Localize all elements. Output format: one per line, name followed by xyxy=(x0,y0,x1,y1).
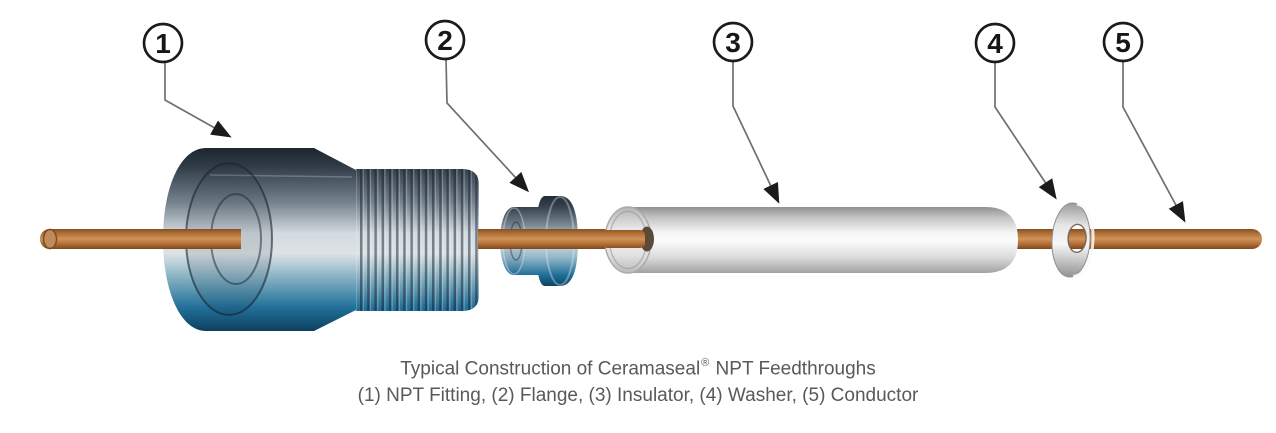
washer-hole-ring xyxy=(1067,223,1087,254)
caption-title-suffix: NPT Feedthroughs xyxy=(710,358,876,380)
washer-illustration xyxy=(1051,202,1095,278)
npt-fitting-facet-edge xyxy=(209,174,353,178)
callout-1: 1 xyxy=(142,22,232,138)
caption-title-text: Typical Construction of Ceramaseal xyxy=(400,358,701,380)
callout-1-circle xyxy=(142,22,184,64)
insulator-body xyxy=(628,207,1018,273)
callout-3-number: 3 xyxy=(725,27,741,58)
callout-2-number: 2 xyxy=(437,25,453,56)
callout-1-number: 1 xyxy=(155,28,171,59)
conductor-rod-mid-segment xyxy=(478,229,602,249)
conductor-rod-front-tip xyxy=(42,228,58,250)
callout-4-leader-line xyxy=(994,62,1057,200)
callout-1-leader-line xyxy=(164,62,232,138)
conductor-rod-cap-stub xyxy=(602,230,645,248)
caption-title: Typical Construction of Ceramaseal® NPT … xyxy=(0,351,1276,382)
callout-2-leader-line xyxy=(445,58,530,193)
washer-rim-highlight xyxy=(1073,202,1095,278)
callout-4-number: 4 xyxy=(987,28,1003,59)
callout-5: 5 xyxy=(1102,21,1186,223)
figure-caption: Typical Construction of Ceramaseal® NPT … xyxy=(0,351,1276,409)
callout-5-leader-line xyxy=(1122,61,1186,223)
npt-fitting-threads xyxy=(356,169,479,311)
insulator-illustration xyxy=(602,206,1018,274)
caption-parts-list: (1) NPT Fitting, (2) Flange, (3) Insulat… xyxy=(357,385,919,407)
callout-5-number: 5 xyxy=(1115,27,1131,58)
callout-4: 4 xyxy=(974,22,1057,200)
conductor-rod-front-segment xyxy=(40,228,241,250)
callout-3: 3 xyxy=(712,21,780,204)
registered-trademark-symbol: ® xyxy=(701,357,710,369)
npt-fitting-illustration xyxy=(163,148,479,331)
callout-5-circle xyxy=(1102,21,1144,63)
callout-2: 2 xyxy=(424,19,530,193)
callout-3-leader-line xyxy=(732,61,780,204)
callout-3-circle xyxy=(712,21,754,63)
callout-2-circle xyxy=(424,19,466,61)
callout-4-circle xyxy=(974,22,1016,64)
conductor-rod-front-body xyxy=(40,229,241,249)
npt-fitting-hex-body xyxy=(163,148,356,331)
